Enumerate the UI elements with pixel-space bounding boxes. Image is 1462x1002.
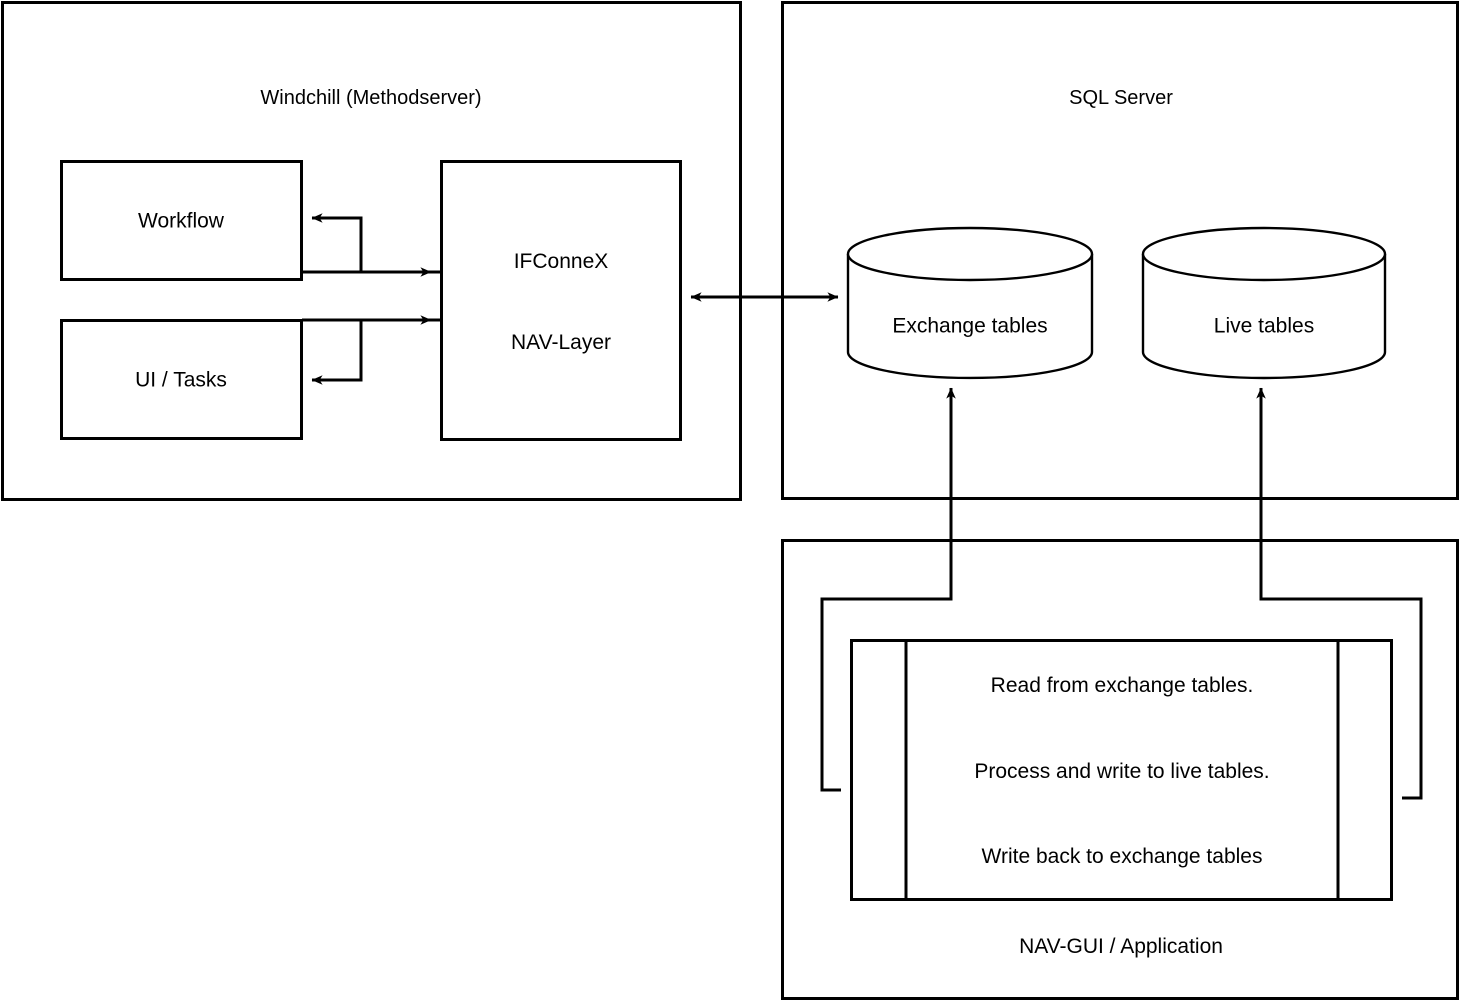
box-ui-tasks	[60, 319, 303, 440]
connector-nav-gui-to-exchange-tables	[820, 387, 956, 792]
connector-nav-gui-to-live-tables	[1256, 387, 1423, 800]
box-workflow	[60, 160, 303, 281]
cylinder-exchange-tables	[846, 226, 1094, 380]
connector-ifconnex-to-ui-tasks	[311, 318, 441, 385]
box-ifconnex-nav-layer	[440, 160, 682, 441]
cylinder-live-tables	[1141, 226, 1387, 380]
box-process	[850, 639, 1393, 901]
